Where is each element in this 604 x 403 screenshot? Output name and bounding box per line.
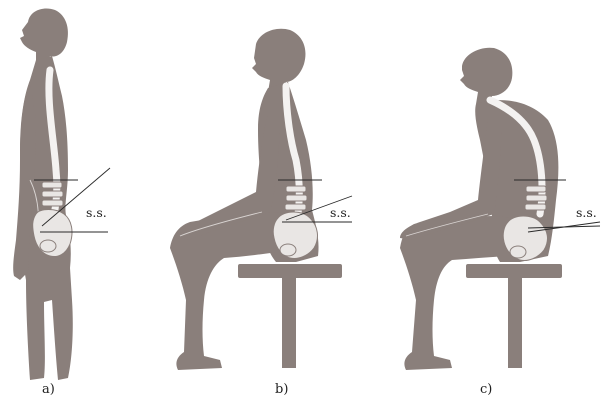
caption-b: b) — [275, 382, 288, 397]
vertebrae-lumbar — [285, 186, 307, 210]
vertebrae-lumbar — [42, 182, 63, 206]
panel-c: s.s. c) — [400, 48, 600, 397]
femoral-head — [280, 244, 296, 256]
ss-label-a: s.s. — [86, 205, 107, 220]
ss-label-b: s.s. — [330, 205, 351, 220]
vertebrae-lumbar — [525, 186, 547, 210]
stool-c — [466, 264, 562, 368]
panel-b: s.s. b) — [170, 29, 352, 397]
panel-a: s.s. a) — [13, 9, 110, 398]
ss-label-c: s.s. — [576, 205, 597, 220]
stool-b — [238, 264, 342, 368]
caption-c: c) — [480, 382, 492, 397]
caption-a: a) — [42, 382, 55, 397]
femoral-head — [510, 246, 526, 258]
femoral-head — [40, 240, 56, 252]
